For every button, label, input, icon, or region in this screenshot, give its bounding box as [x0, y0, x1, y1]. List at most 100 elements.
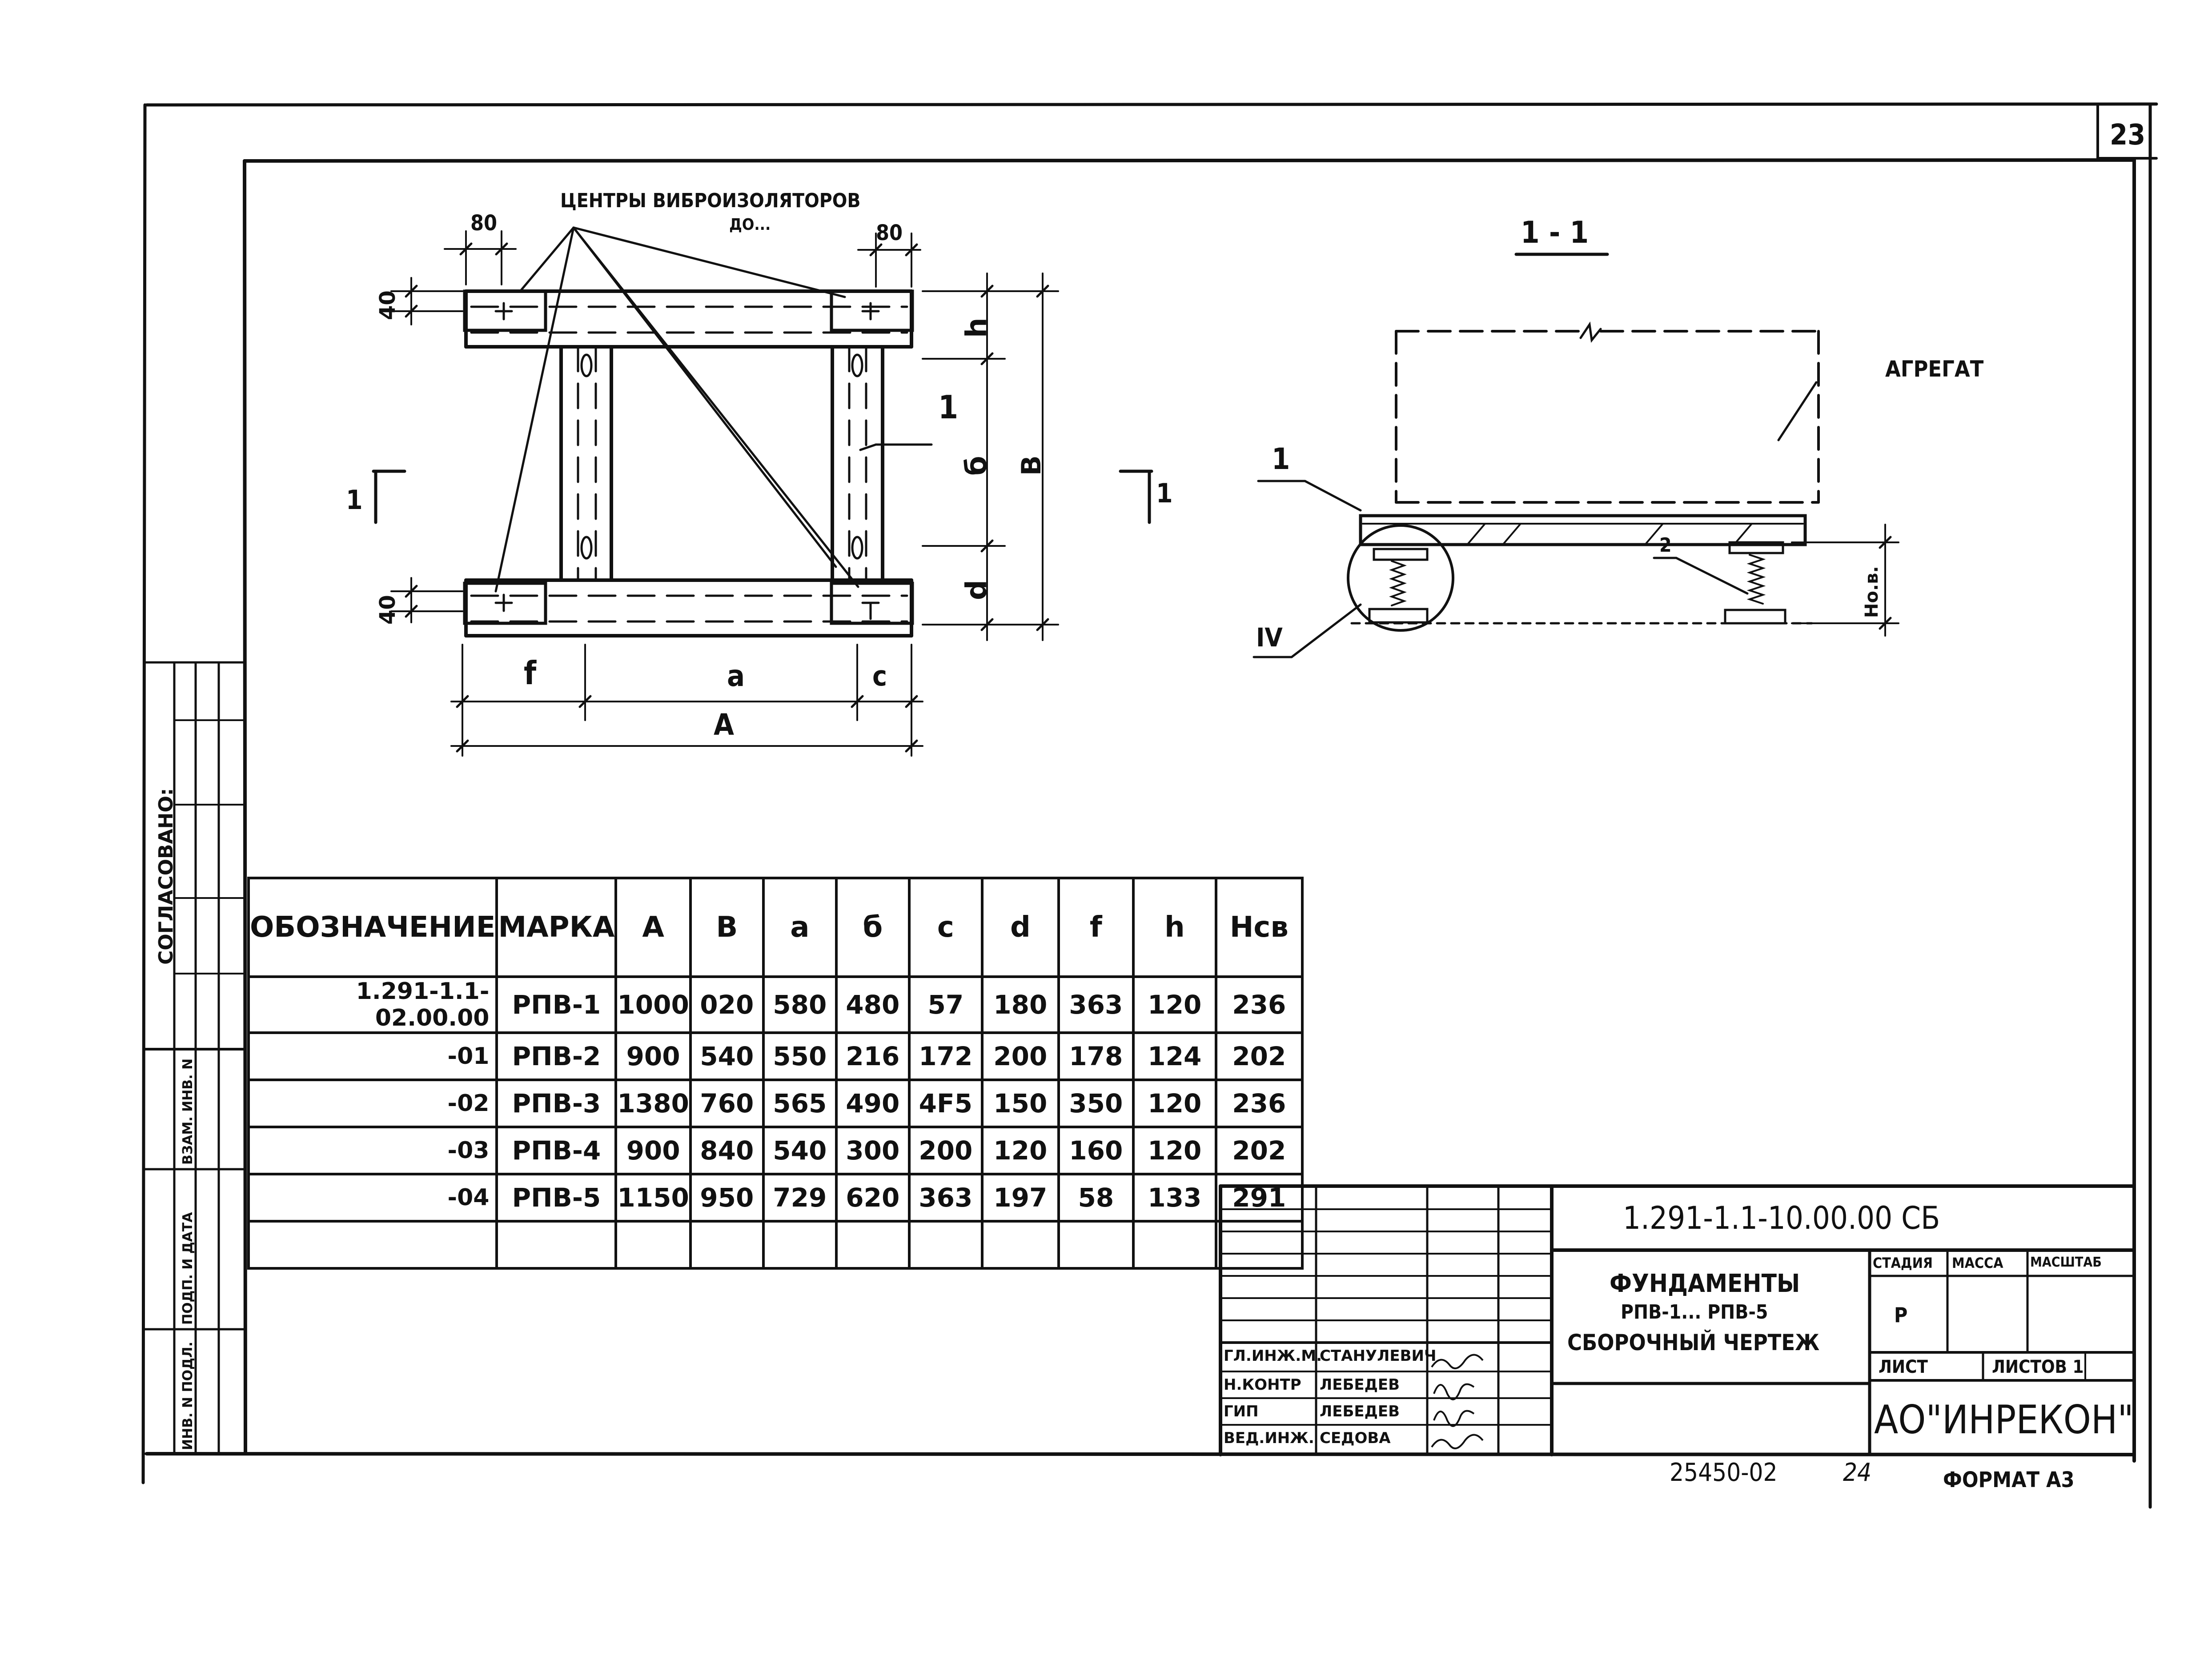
- cell-value: 120: [980, 1126, 1060, 1175]
- cell-designation: -02: [247, 1079, 498, 1128]
- dim-80-right: 80: [876, 221, 903, 245]
- cell-value: 300: [835, 1126, 911, 1175]
- cell-value: 1150: [614, 1173, 692, 1223]
- header-mark: МАРКА: [495, 877, 618, 978]
- cell-value: 4F5: [907, 1079, 984, 1128]
- cell-designation: -01: [247, 1031, 498, 1081]
- cell-mark: РПВ-2: [495, 1031, 618, 1081]
- agreed-label: СОГЛАСОВАНО:: [155, 788, 177, 965]
- dim-B: B: [1016, 455, 1047, 476]
- cell-value: 58: [1057, 1173, 1135, 1223]
- cell-mark: [495, 1220, 618, 1270]
- staff-name-2: ЛЕБЕДЕВ: [1320, 1376, 1400, 1394]
- cell-value: 236: [1214, 975, 1304, 1034]
- company-name: АО"ИНРЕКОН": [1874, 1397, 2134, 1443]
- format-label: ФОРМАТ А3: [1943, 1468, 2075, 1492]
- title-line-3: СБОРОЧНЫЙ ЧЕРТЕЖ: [1567, 1330, 1820, 1355]
- cell-value: 120: [1132, 1079, 1217, 1128]
- cell-value: [689, 1220, 765, 1270]
- staff-role-1: ГЛ.ИНЖ.М.: [1224, 1347, 1322, 1365]
- cell-designation: -04: [247, 1173, 498, 1223]
- cell-value: 363: [1057, 975, 1135, 1034]
- detail-node-mark: IV: [1256, 622, 1283, 653]
- plan-leader-1: 1: [938, 389, 959, 426]
- cell-value: 178: [1057, 1031, 1135, 1081]
- header-designation: ОБОЗНАЧЕНИЕ: [247, 877, 498, 978]
- dim-80-left: 80: [470, 211, 498, 236]
- stamp-inv-original: ИНВ. N ПОДЛ.: [180, 1341, 196, 1450]
- cell-value: 840: [689, 1126, 765, 1175]
- cell-value: 172: [907, 1031, 984, 1081]
- header-b-small: б: [835, 877, 911, 978]
- cell-value: 200: [980, 1031, 1060, 1081]
- cell-value: 950: [689, 1173, 765, 1223]
- section-mark-right: 1: [1156, 478, 1173, 509]
- sheet-number: 23: [2110, 119, 2146, 152]
- cell-value: 760: [689, 1079, 765, 1128]
- cell-value: [1214, 1220, 1304, 1270]
- sheets-label: ЛИСТОВ 1: [1992, 1357, 2084, 1377]
- isolator-centers-callout: ЦЕНТРЫ ВИБРОИЗОЛЯТОРОВ: [560, 189, 861, 212]
- header-A: A: [614, 877, 692, 978]
- cell-value: 900: [614, 1031, 692, 1081]
- cell-value: 900: [614, 1126, 692, 1175]
- header-d: d: [980, 877, 1060, 978]
- title-line-2: РПВ-1... РПВ-5: [1621, 1301, 1768, 1323]
- cell-value: 124: [1132, 1031, 1217, 1081]
- header-f: f: [1057, 877, 1135, 978]
- cell-mark: РПВ-1: [495, 975, 618, 1034]
- specification-table: ОБОЗНАЧЕНИЕ МАРКА A B a б c d f h Hсв 1.…: [247, 877, 1304, 1270]
- header-a: a: [762, 877, 838, 978]
- unit-label: АГРЕГАТ: [1885, 356, 1984, 382]
- cell-value: 202: [1214, 1031, 1304, 1081]
- cell-value: 490: [835, 1079, 911, 1128]
- dim-h: h: [960, 317, 993, 338]
- cell-value: 550: [762, 1031, 838, 1081]
- staff-name-4: СЕДОВА: [1320, 1429, 1391, 1447]
- cell-value: 540: [762, 1126, 838, 1175]
- cell-value: 1000: [614, 975, 692, 1034]
- cell-value: [907, 1220, 984, 1270]
- cell-value: 216: [835, 1031, 911, 1081]
- stage-value: Р: [1894, 1303, 1908, 1327]
- cell-value: 565: [762, 1079, 838, 1128]
- dim-hov: Hо.в.: [1862, 566, 1882, 618]
- cell-mark: РПВ-3: [495, 1079, 618, 1128]
- isolator-centers-callout-sub: ДО...: [729, 216, 771, 234]
- document-code: 1.291-1.1-10.00.00 СБ: [1623, 1200, 1940, 1236]
- table-header-row: ОБОЗНАЧЕНИЕ МАРКА A B a б c d f h Hсв: [247, 877, 1304, 978]
- cell-value: [614, 1220, 692, 1270]
- archive-number: 25450-02: [1670, 1458, 1778, 1487]
- cell-designation: 1.291-1.1-02.00.00: [247, 975, 498, 1034]
- dim-40-bottom: 40: [375, 595, 400, 625]
- cell-mark: РПВ-4: [495, 1126, 618, 1175]
- cell-value: 729: [762, 1173, 838, 1223]
- cell-value: 020: [689, 975, 765, 1034]
- dim-A: A: [714, 708, 734, 742]
- mass-label: МАССА: [1952, 1255, 2003, 1271]
- cell-value: [980, 1220, 1060, 1270]
- cell-value: [835, 1220, 911, 1270]
- cell-value: [1057, 1220, 1135, 1270]
- scale-label: МАСШТАБ: [2030, 1255, 2102, 1270]
- table-row: [247, 1220, 1304, 1270]
- dim-c: c: [872, 660, 887, 692]
- page-number: 24: [1843, 1458, 1872, 1487]
- dim-a: a: [727, 659, 745, 693]
- staff-role-3: ГИП: [1224, 1403, 1259, 1420]
- section-leader-2: 2: [1659, 534, 1672, 557]
- cell-value: 200: [907, 1126, 984, 1175]
- sheet-label: ЛИСТ: [1879, 1357, 1928, 1377]
- section-mark-left: 1: [346, 485, 363, 516]
- cell-value: 150: [980, 1079, 1060, 1128]
- section-leader-1: 1: [1272, 442, 1290, 476]
- cell-designation: -03: [247, 1126, 498, 1175]
- staff-role-2: Н.КОНТР: [1224, 1376, 1301, 1394]
- cell-value: 540: [689, 1031, 765, 1081]
- header-B: B: [689, 877, 765, 978]
- header-c: c: [907, 877, 984, 978]
- cell-value: [762, 1220, 838, 1270]
